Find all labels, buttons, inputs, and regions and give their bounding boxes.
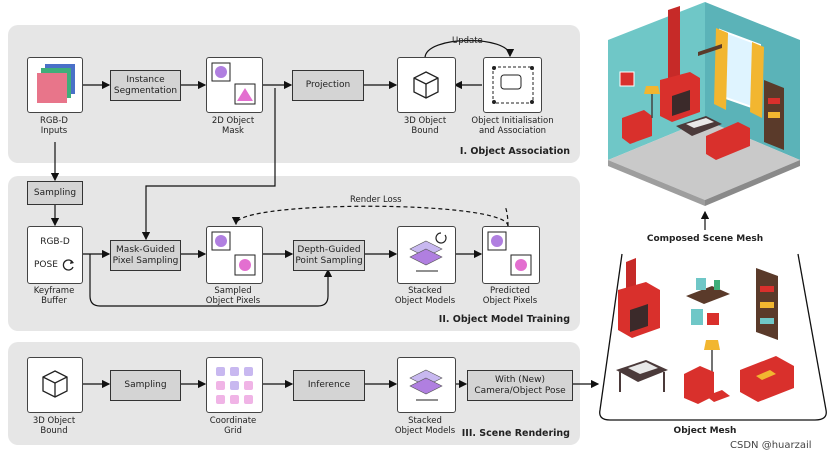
scene-bound-image [27, 357, 83, 413]
scene-stacked-models-label: Stacked Object Models [394, 416, 456, 436]
composed-scene-label: Composed Scene Mesh [646, 234, 764, 244]
mask-guided-sampling-box: Mask-Guided Pixel Sampling [110, 240, 181, 271]
rgbd-inputs-image [27, 57, 83, 113]
pose-text: POSE [34, 260, 58, 270]
object-association-title: I. Object Association [459, 146, 570, 157]
keyframe-buffer-image: RGB-D POSE [27, 226, 83, 284]
object-mesh-label: Object Mesh [673, 426, 737, 436]
sampled-pixels-label: Sampled Object Pixels [205, 286, 261, 306]
rgbd-inputs-label: RGB-D Inputs [40, 116, 68, 136]
scene-stacked-models-image [397, 357, 456, 413]
rgbd-text: RGB-D [40, 237, 70, 247]
predicted-pixels-label: Predicted Object Pixels [482, 286, 538, 306]
model-training-title: II. Object Model Training [438, 314, 570, 325]
coordinate-grid-label: Coordinate Grid [209, 416, 257, 436]
object-bound-label: 3D Object Bound [403, 116, 447, 136]
coordinate-grid-image [206, 357, 263, 413]
stacked-models-image [397, 226, 456, 284]
depth-guided-sampling-box: Depth-Guided Point Sampling [293, 240, 365, 271]
stacked-models-label: Stacked Object Models [394, 286, 456, 306]
projection-box: Projection [292, 70, 364, 101]
object-mask-label: 2D Object Mask [211, 116, 255, 136]
inference-box: Inference [293, 370, 365, 401]
instance-segmentation-box: Instance Segmentation [110, 70, 181, 101]
predicted-pixels-image [482, 226, 540, 284]
update-label: Update [452, 36, 483, 46]
object-init-image [483, 57, 542, 113]
sampled-pixels-image [206, 226, 263, 284]
object-mask-image [206, 57, 263, 113]
scene-sampling-box: Sampling [110, 370, 181, 401]
cube-icon [42, 370, 68, 398]
object-bound-image [397, 57, 456, 113]
render-loss-label: Render Loss [350, 195, 402, 205]
scene-bound-label: 3D Object Bound [32, 416, 76, 436]
watermark: CSDN @huarzail [730, 440, 812, 451]
cube-icon [413, 71, 439, 99]
scene-rendering-title: III. Scene Rendering [461, 428, 570, 439]
keyframe-buffer-label: Keyframe Buffer [33, 286, 75, 306]
sampling-box: Sampling [27, 181, 83, 205]
refresh-icon [62, 259, 74, 271]
camera-pose-box: With (New) Camera/Object Pose [467, 370, 573, 401]
object-init-label: Object Initialisation and Association [471, 116, 554, 136]
